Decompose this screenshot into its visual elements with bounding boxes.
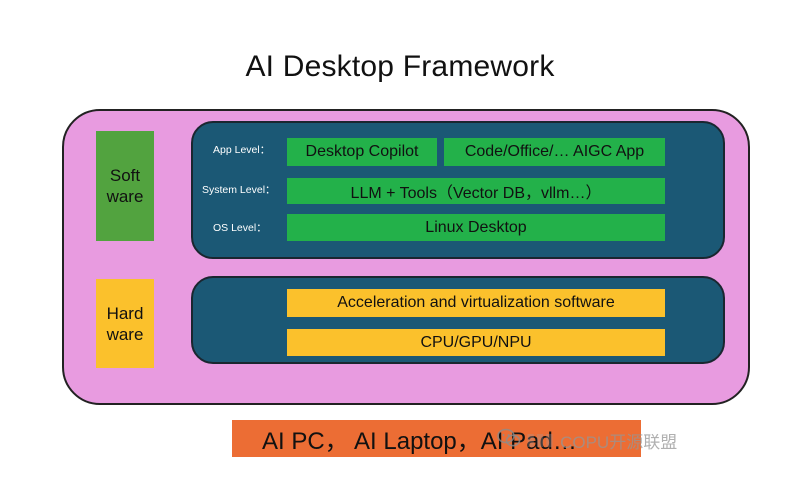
system-level-label: System Level： xyxy=(202,184,276,196)
acceleration-box: Acceleration and virtualization software xyxy=(287,289,665,317)
software-label-line1: Soft xyxy=(109,166,141,185)
software-label: Soft ware xyxy=(96,131,154,241)
aigc-app-box: Code/Office/… AIGC App xyxy=(444,138,665,166)
os-level-label: OS Level： xyxy=(213,222,267,234)
chips-box: CPU/GPU/NPU xyxy=(287,329,665,356)
wechat-icon xyxy=(497,428,521,453)
diagram-title: AI Desktop Framework xyxy=(245,50,555,83)
software-label-line2: ware xyxy=(106,187,144,206)
hardware-label: Hard ware xyxy=(96,279,154,368)
llm-tools-box: LLM + Tools（Vector DB，vllm…） xyxy=(287,178,665,204)
watermark: ▮▮▮ COPU开源联盟 xyxy=(497,425,677,455)
linux-desktop-box: Linux Desktop xyxy=(287,214,665,241)
bottom-banner: AI PC， AI Laptop，AI Pad… xyxy=(232,420,641,457)
hardware-label-line2: ware xyxy=(106,324,144,344)
app-level-label: App Level： xyxy=(213,144,271,156)
desktop-copilot-box: Desktop Copilot xyxy=(287,138,437,166)
watermark-text: COPU开源联盟 xyxy=(560,432,678,452)
watermark-blurred-mark: ▮▮▮ xyxy=(526,430,555,449)
hardware-label-line1: Hard xyxy=(106,303,144,323)
